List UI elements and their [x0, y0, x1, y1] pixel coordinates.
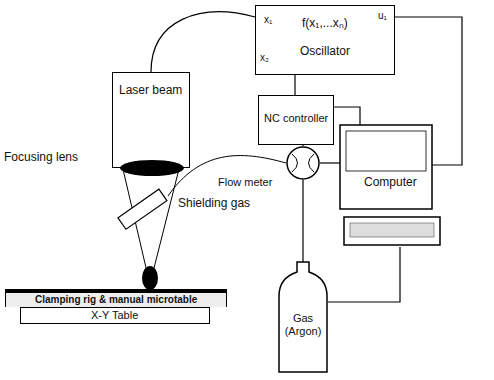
port-label: u₁ — [378, 10, 387, 21]
node-text: Gas (Argon) — [281, 312, 325, 338]
controller-box: NC controller — [258, 95, 334, 145]
port-label: x₁ — [264, 14, 272, 25]
node-text: Oscillator — [300, 44, 350, 58]
connector-line — [302, 180, 303, 262]
node-text: Computer — [364, 175, 417, 189]
connector-line — [320, 162, 340, 163]
gas-bottle: Gas (Argon) — [278, 262, 328, 374]
node-text: Clamping rig & manual microtable — [35, 294, 197, 305]
connector-line — [302, 145, 303, 146]
node-text: f(x₁,...xₙ) — [302, 14, 348, 31]
connector-line — [334, 107, 360, 125]
computer: Computer — [340, 125, 440, 247]
node-text: Flow meter — [218, 176, 272, 188]
node-text: Laser beam — [119, 83, 182, 97]
connector-line — [151, 12, 255, 72]
clamping-rig: Clamping rig & manual microtable — [5, 289, 227, 307]
node-text: X-Y Table — [91, 309, 138, 321]
connector-line — [294, 75, 295, 95]
flow-meter: Flow meter — [286, 146, 320, 180]
laser-head-box: Laser beam — [112, 72, 190, 168]
part-label: Shielding gas — [178, 196, 250, 210]
port-label: x₂ — [260, 52, 269, 63]
shielding-nozzle — [118, 189, 167, 229]
node-text: NC controller — [264, 112, 328, 124]
node-outline — [286, 146, 320, 180]
xy-table: X-Y Table — [20, 307, 210, 324]
connector-line — [328, 247, 400, 302]
part-label: Focusing lens — [4, 150, 78, 164]
laser-spot — [142, 266, 158, 290]
oscillator-box: f(x₁,...xₙ) Oscillator — [255, 5, 395, 75]
